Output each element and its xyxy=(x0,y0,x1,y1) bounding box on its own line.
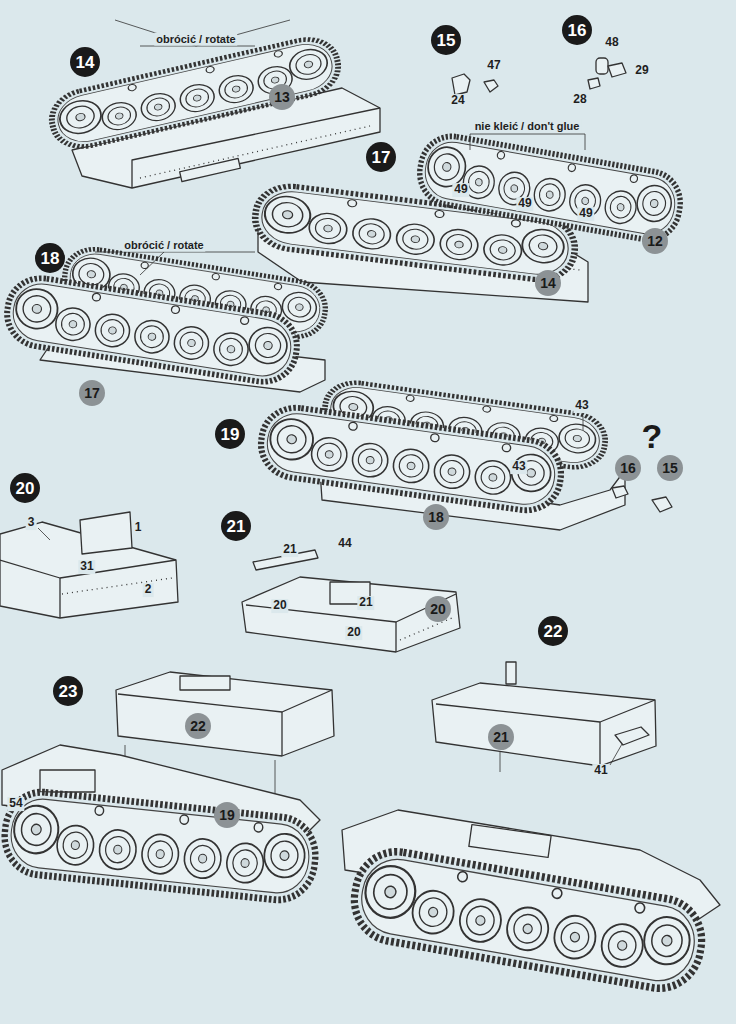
step-number: 19 xyxy=(215,419,245,449)
callout-number: 15 xyxy=(662,461,678,475)
part-callout: 14 xyxy=(535,270,561,296)
part-number: 48 xyxy=(603,36,620,50)
part-callout: 16 xyxy=(615,455,641,481)
step-number: 22 xyxy=(538,616,568,646)
callout-number: 14 xyxy=(540,276,556,290)
callout-number: 18 xyxy=(428,510,444,524)
part-callout: 13 xyxy=(269,84,295,110)
query-mark: ? xyxy=(640,417,665,456)
callout-number: 22 xyxy=(190,719,206,733)
callout-number: 21 xyxy=(227,518,246,535)
step-number: 21 xyxy=(221,511,251,541)
callout-number: 17 xyxy=(372,149,391,166)
part-callout: 22 xyxy=(185,713,211,739)
part-callout: 20 xyxy=(425,596,451,622)
step-number: 14 xyxy=(70,47,100,77)
callout-number: 15 xyxy=(437,32,456,49)
instruction-note: obrócić / rotate xyxy=(154,33,237,46)
callout-number: 20 xyxy=(430,602,446,616)
part-number: 43 xyxy=(573,399,590,413)
part-callout: 18 xyxy=(423,504,449,530)
part-number: 44 xyxy=(336,537,353,551)
callout-number: 21 xyxy=(493,730,509,744)
part-callout: 19 xyxy=(214,802,240,828)
callout-number: 16 xyxy=(620,461,636,475)
part-number: 28 xyxy=(571,93,588,107)
part-number: 41 xyxy=(592,764,609,778)
step-number: 16 xyxy=(562,15,592,45)
callout-number: 12 xyxy=(647,234,663,248)
callout-number: 18 xyxy=(41,250,60,267)
callout-number: 14 xyxy=(76,54,95,71)
step-number: 15 xyxy=(431,25,461,55)
part-number: 3 xyxy=(26,516,37,530)
part-number: 49 xyxy=(577,207,594,221)
part-callout: 21 xyxy=(488,724,514,750)
callout-number: 17 xyxy=(84,386,100,400)
callout-number: 13 xyxy=(274,90,290,104)
part-number: 21 xyxy=(281,543,298,557)
part-number: 43 xyxy=(510,460,527,474)
part-number: 49 xyxy=(516,197,533,211)
part-number: 20 xyxy=(271,599,288,613)
callout-number: 23 xyxy=(59,683,78,700)
callout-number: 16 xyxy=(568,22,587,39)
instruction-note: obrócić / rotate xyxy=(122,239,205,252)
part-number: 20 xyxy=(345,626,362,640)
part-callout: 15 xyxy=(657,455,683,481)
callout-number: 19 xyxy=(219,808,235,822)
step-drawings xyxy=(0,20,720,995)
step-number: 17 xyxy=(366,142,396,172)
part-number: 2 xyxy=(143,583,154,597)
instruction-note: nie kleić / don't glue xyxy=(473,120,582,133)
part-number: 29 xyxy=(633,64,650,78)
part-number: 31 xyxy=(78,560,95,574)
step-number: 23 xyxy=(53,676,83,706)
callout-number: 20 xyxy=(16,480,35,497)
callout-number: 19 xyxy=(221,426,240,443)
part-number: 47 xyxy=(485,59,502,73)
part-number: 1 xyxy=(133,521,144,535)
part-number: 54 xyxy=(7,797,24,811)
callout-number: 22 xyxy=(544,623,563,640)
part-callout: 17 xyxy=(79,380,105,406)
part-number: 49 xyxy=(452,183,469,197)
part-callout: 12 xyxy=(642,228,668,254)
part-number: 24 xyxy=(449,94,466,108)
part-number: 21 xyxy=(357,596,374,610)
step-number: 20 xyxy=(10,473,40,503)
step-number: 18 xyxy=(35,243,65,273)
